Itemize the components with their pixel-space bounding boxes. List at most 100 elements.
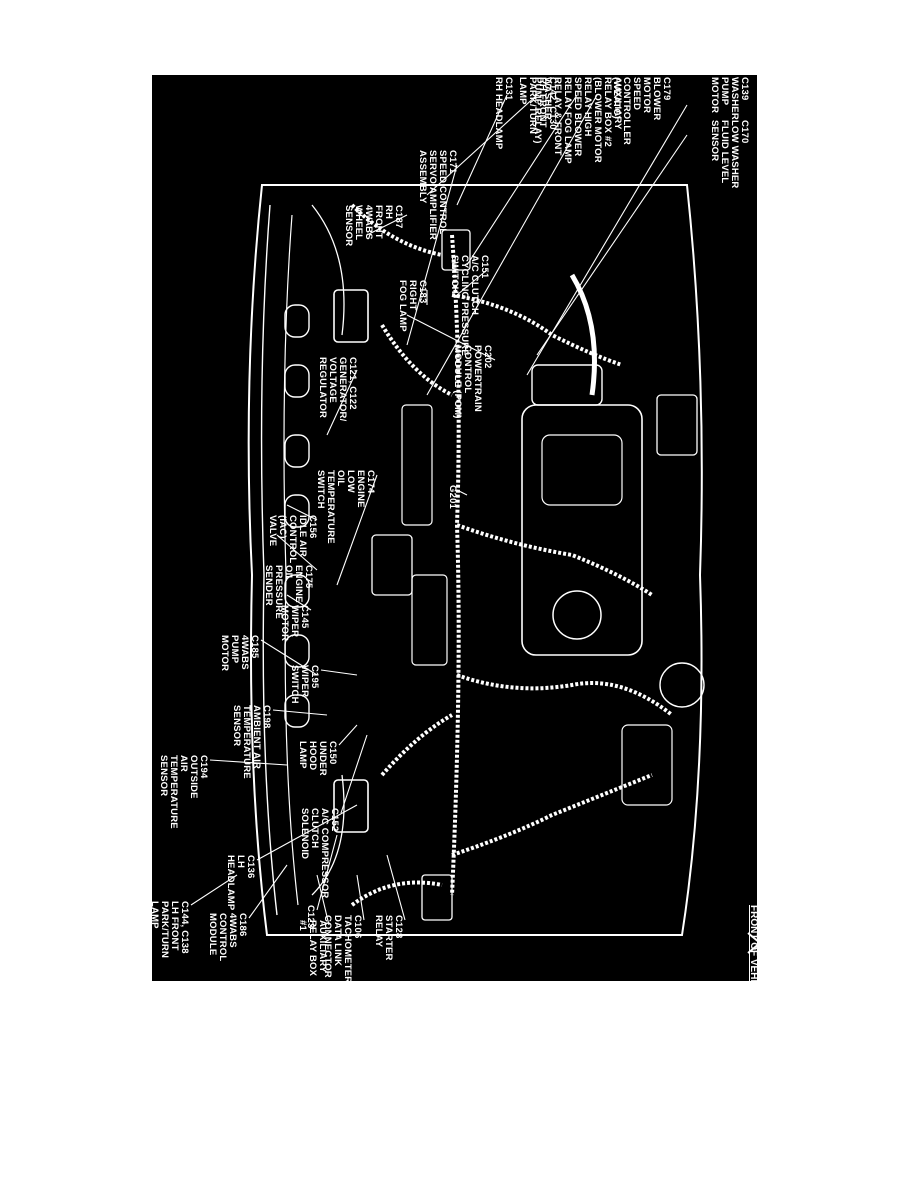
label-line: C194 [198, 755, 209, 779]
air-intake-duct [569, 273, 597, 396]
leader-line [326, 369, 358, 436]
fan-shroud [411, 574, 448, 666]
leader-line [338, 724, 358, 746]
air-cleaner [531, 364, 603, 406]
label-line: MOTOR [219, 635, 230, 672]
label-line: RH HEADLAMP [493, 77, 504, 150]
label-line: DATA LINK [332, 915, 343, 967]
label-line: C195 [309, 665, 320, 689]
label-line: C156 [307, 515, 318, 539]
label-line: TACHOMETER [342, 915, 353, 981]
label-line: ENGINE [355, 470, 366, 508]
label-line: AIR [178, 755, 189, 772]
label-line: PARK/TURN [527, 77, 538, 135]
label-line: WHEEL [353, 205, 364, 241]
leader-line [456, 489, 468, 496]
label-line: HOOD [307, 741, 318, 771]
label-line: C151 [479, 255, 490, 279]
label-line: CYCLING PRESSURE [459, 255, 470, 356]
wiring-harness [456, 673, 674, 717]
label-line: SOLENOID [299, 808, 310, 860]
body-outline [247, 184, 703, 936]
label-line: RELAY [373, 915, 384, 948]
leader-line [336, 474, 378, 586]
label-line: FLUID LEVEL [719, 120, 730, 184]
label-line: RELAY HIGH [582, 77, 593, 137]
label-line: RELAY BOX #2 [602, 77, 613, 147]
label-line: WIPER [289, 605, 300, 638]
label-g201: G201 [447, 485, 458, 509]
label-line: C170 [739, 120, 750, 144]
label-line: LOW [345, 470, 356, 493]
label-line: LAMP [152, 901, 160, 929]
leader-line [286, 594, 312, 611]
label-line: SPEED BLOWER [572, 77, 583, 157]
label-line: C183 [417, 280, 428, 304]
pcm-housing [656, 394, 698, 456]
label-line: C128 [393, 915, 404, 939]
wiring-harness [350, 880, 443, 907]
leader-line [456, 94, 508, 206]
label-line: BLOWER [651, 77, 662, 121]
label-line: C174 [365, 470, 376, 494]
engine-wiring-artwork [190, 94, 757, 954]
leader-line [190, 874, 238, 906]
label-line: RELAY BOX [307, 920, 318, 977]
label-line: MODULE (PCM) [452, 345, 463, 419]
lh-lamp-edge [311, 774, 345, 896]
leader-line [340, 734, 368, 814]
bumper-line [283, 214, 299, 906]
label-line: SENDER [263, 565, 274, 606]
label-line: VOLTAGE [327, 357, 338, 403]
radiator-fan [401, 404, 433, 526]
label-line: C145 [299, 605, 310, 629]
label-line: PUMP [719, 77, 730, 106]
label-line: WASHER [729, 77, 740, 120]
leader-line [209, 759, 288, 766]
leader-line [276, 534, 318, 571]
aux-relay-box-1 [421, 874, 453, 921]
label-line: C131 [503, 77, 514, 101]
grille-slot [284, 364, 310, 398]
label-line: RH FRONT [537, 77, 548, 128]
label-line: CLUTCH [309, 808, 320, 849]
label-line: C179 [661, 77, 672, 101]
label-line: LAMP [517, 77, 528, 105]
label-line: ASSEMBLY [417, 150, 428, 204]
wiring-harness [350, 203, 443, 257]
leader-line [406, 314, 496, 361]
leader-line [320, 669, 358, 676]
label-line: TEMPERATURE [241, 705, 252, 779]
label-line: A/C CLUTCH [469, 255, 480, 316]
distributor [659, 662, 705, 708]
leader-line [366, 214, 408, 236]
leader-line [356, 874, 365, 921]
label-line: C187 [393, 205, 404, 229]
throttle-body [552, 590, 602, 640]
label-line: RIGHT [407, 280, 418, 311]
label-line: AUXILIARY [612, 77, 623, 130]
label-line: CONNECTOR [322, 915, 333, 978]
label-line: C136 [245, 855, 256, 879]
label-line: 4WABS [239, 635, 250, 670]
label-line: SENSOR [231, 705, 242, 747]
label-line: C144, C138 [179, 901, 190, 954]
label-line: CONTROL [217, 913, 228, 962]
label-line: 4WABS [363, 205, 374, 240]
battery [371, 534, 413, 596]
label-line: PUMP [229, 635, 240, 664]
label-line: POWERTRAIN [472, 345, 483, 412]
wiring-harness [380, 713, 453, 777]
